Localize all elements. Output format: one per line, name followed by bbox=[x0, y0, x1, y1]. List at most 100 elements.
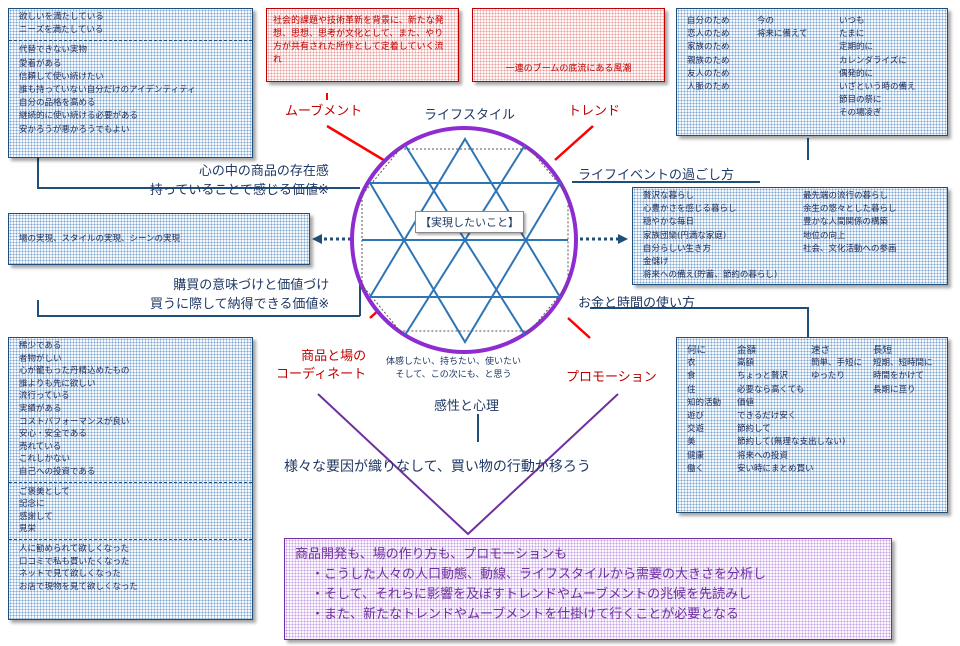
promotion-ray bbox=[567, 317, 591, 339]
list-item: 安心・安全である bbox=[19, 429, 87, 440]
list-item: 贅沢な暮らし bbox=[643, 191, 695, 201]
list-item: 売れている bbox=[19, 441, 62, 452]
list-item: ちょっと贅沢 bbox=[737, 371, 789, 382]
list-item: 余生の悠々とした暮らし bbox=[803, 204, 897, 215]
list-item: 長短 bbox=[873, 345, 893, 356]
left-top-caption: 心の中の商品の存在感 持っていることで感じる価値※ bbox=[150, 164, 329, 198]
list-item: 流行っている bbox=[19, 391, 70, 402]
list-item: 代替できない実物 bbox=[19, 45, 88, 56]
list-item: たまに bbox=[839, 29, 865, 40]
list-item: 将来への備え(貯蓄、節約の暮らし) bbox=[643, 270, 778, 281]
list-item: 何に bbox=[687, 345, 707, 356]
center-goal-label: 【実現したいこと】 bbox=[415, 211, 524, 233]
list-item: 恋人のため bbox=[687, 29, 730, 40]
list-item: ご褒美として bbox=[19, 486, 70, 497]
list-item: 定期的に bbox=[839, 42, 874, 53]
list-item: 自分らしい生き方 bbox=[643, 243, 712, 254]
list-item: 社会、文化活動への参画 bbox=[803, 243, 897, 254]
left-top-connector bbox=[37, 158, 360, 189]
promotion-label: プロモーション bbox=[566, 370, 657, 385]
list-item: 者物がしい bbox=[19, 353, 62, 364]
lifestyle-label: ライフスタイル bbox=[424, 108, 516, 123]
list-item: 働く bbox=[687, 463, 705, 474]
right-bottom-usage-box: 何に 衣 食 住 知的活動 遊び 交遊 美 健康 働く 金額 高額 ちょっと贅沢… bbox=[676, 337, 948, 513]
movement-label: ムーブメント bbox=[285, 104, 363, 119]
list-item: 金額 bbox=[737, 345, 757, 356]
feel-think-text: 体感したい、持ちたい、使いたい そして、この次にも、と思う bbox=[386, 357, 522, 380]
list-item: 実績がある bbox=[19, 403, 62, 414]
list-item: 欲しいを満たしている bbox=[19, 12, 104, 22]
trend-definition-box: 一連のブームの底流にある風潮 bbox=[472, 8, 665, 82]
list-item: 誰も持っていない自分だけのアイデンティティ bbox=[19, 85, 196, 96]
right-mid-life-box: 贅沢な暮らし 心豊かさを感じる暮らし 穏やかな毎日 家族団欒(円満な家庭) 自分… bbox=[632, 187, 948, 285]
list-item: お店で現物を見て欲しくなった bbox=[19, 581, 139, 592]
list-item: 見栄 bbox=[19, 524, 37, 535]
list-item: ネットで見て欲しくなった bbox=[19, 569, 122, 580]
list-item: 人に勧められて欲しくなった bbox=[19, 543, 130, 554]
list-item: 価値 bbox=[737, 397, 755, 408]
list-item: 時間をかけて bbox=[873, 371, 925, 382]
trend-ray bbox=[554, 125, 594, 161]
list-item: 愛着がある bbox=[19, 58, 62, 69]
list-item: 安い時にまとめ買い bbox=[737, 463, 814, 474]
coordinate-label: 商品と場の コーディネート bbox=[276, 349, 367, 382]
list-item: 今の bbox=[757, 16, 775, 26]
life-event-label: ライフイベントの過ごし方 bbox=[578, 168, 735, 183]
left-mid-scene-box: 場の実現、スタイルの実現、シーンの実現 bbox=[8, 213, 310, 265]
list-item: 信頼して使い続けたい bbox=[19, 71, 104, 82]
list-item: 長期に亘り bbox=[873, 384, 916, 395]
list-item: カレンダライズに bbox=[839, 55, 907, 66]
left-bottom-reason-box: 稀少である 者物がしい 心が籠もった丹精込めたもの 誰よりも先に欲しい 流行って… bbox=[8, 337, 253, 620]
list-item: 人脈のため bbox=[687, 82, 730, 93]
purple-v-lines bbox=[317, 393, 619, 536]
list-item: 自分のため bbox=[687, 16, 730, 26]
conclusion-line: ・そして、それらに影響を及ぼすトレンドやムーブメントの兆候を先読みし bbox=[311, 587, 752, 602]
list-item: 稀少である bbox=[19, 341, 62, 351]
list-item: 必要なら高くても bbox=[737, 384, 805, 395]
list-item: 遊び bbox=[687, 411, 705, 422]
left-mid-caption: 購買の意味づけと価値づけ 買うに際して納得できる価値※ bbox=[150, 278, 330, 312]
list-item: 節約して bbox=[737, 424, 771, 435]
list-item: 家族団欒(円満な家庭) bbox=[643, 230, 727, 241]
list-item: 心豊かさを感じる暮らし bbox=[643, 204, 737, 215]
list-item: できるだけ安く bbox=[737, 411, 797, 422]
list-item: 口コミで私も買いたくなった bbox=[19, 556, 130, 567]
list-item: 節約して(無理な支出しない) bbox=[737, 437, 846, 448]
list-item: 豊かな人間関係の構築 bbox=[803, 217, 889, 228]
list-item: 友人のため bbox=[687, 68, 730, 79]
conclusion-line: ・また、新たなトレンドやムーブメントを仕掛けて行くことが必要となる bbox=[311, 607, 739, 622]
list-item: 自分の品格を高める bbox=[19, 98, 96, 109]
list-item: 最先端の流行の暮らし bbox=[803, 191, 889, 201]
list-item: 速さ bbox=[811, 345, 831, 356]
right-top-target-box: 自分のため 恋人のため 家族のため 親族のため 友人のため 人脈のため 今の 将… bbox=[676, 8, 948, 136]
list-item: 将来への投資 bbox=[737, 450, 789, 461]
list-item: 安かろうが悪かろうでもよい bbox=[19, 124, 130, 135]
list-item: 高額 bbox=[737, 358, 755, 369]
conclusion-box: 商品開発も、場の作り方も、プロモーションも ・こうした人々の人口動態、動線、ライ… bbox=[284, 538, 892, 640]
movement-definition-box: 社会的課題や技術革新を背景に、新たな発想、思想、思考が文化として、また、やり方が… bbox=[266, 8, 459, 82]
list-item: 知的活動 bbox=[687, 397, 722, 408]
list-item: 金儲け bbox=[643, 257, 669, 268]
conclusion-line: ・こうした人々の人口動態、動線、ライフスタイルから需要の大きさを分析し bbox=[311, 567, 767, 582]
triangle-down bbox=[368, 182, 562, 344]
money-time-connector bbox=[590, 307, 809, 338]
movement-ray bbox=[326, 124, 388, 164]
list-item: 地位の向上 bbox=[803, 230, 846, 241]
list-item: 健康 bbox=[687, 450, 705, 461]
list-item: いつも bbox=[839, 16, 865, 26]
list-item: 住 bbox=[687, 384, 696, 395]
list-item: 誰よりも先に欲しい bbox=[19, 378, 96, 389]
list-item: 感謝して bbox=[19, 511, 53, 522]
list-item: 偶発的に bbox=[839, 68, 874, 79]
sensibility-label: 感性と心理 bbox=[434, 399, 500, 414]
list-item: 心が籠もった丹精込めたもの bbox=[19, 366, 130, 377]
list-item: 美 bbox=[687, 437, 696, 448]
list-item: コストパフォーマンスが良い bbox=[19, 416, 130, 427]
list-item: 記念に bbox=[19, 499, 45, 510]
list-item: 簡単、手短に bbox=[811, 358, 863, 369]
list-item: 場の実現、スタイルの実現、シーンの実現 bbox=[19, 234, 181, 244]
list-item: 節目の祭に bbox=[839, 95, 882, 106]
list-item: その場凌ぎ bbox=[839, 108, 882, 119]
list-item: 将来に備えて bbox=[757, 29, 808, 40]
